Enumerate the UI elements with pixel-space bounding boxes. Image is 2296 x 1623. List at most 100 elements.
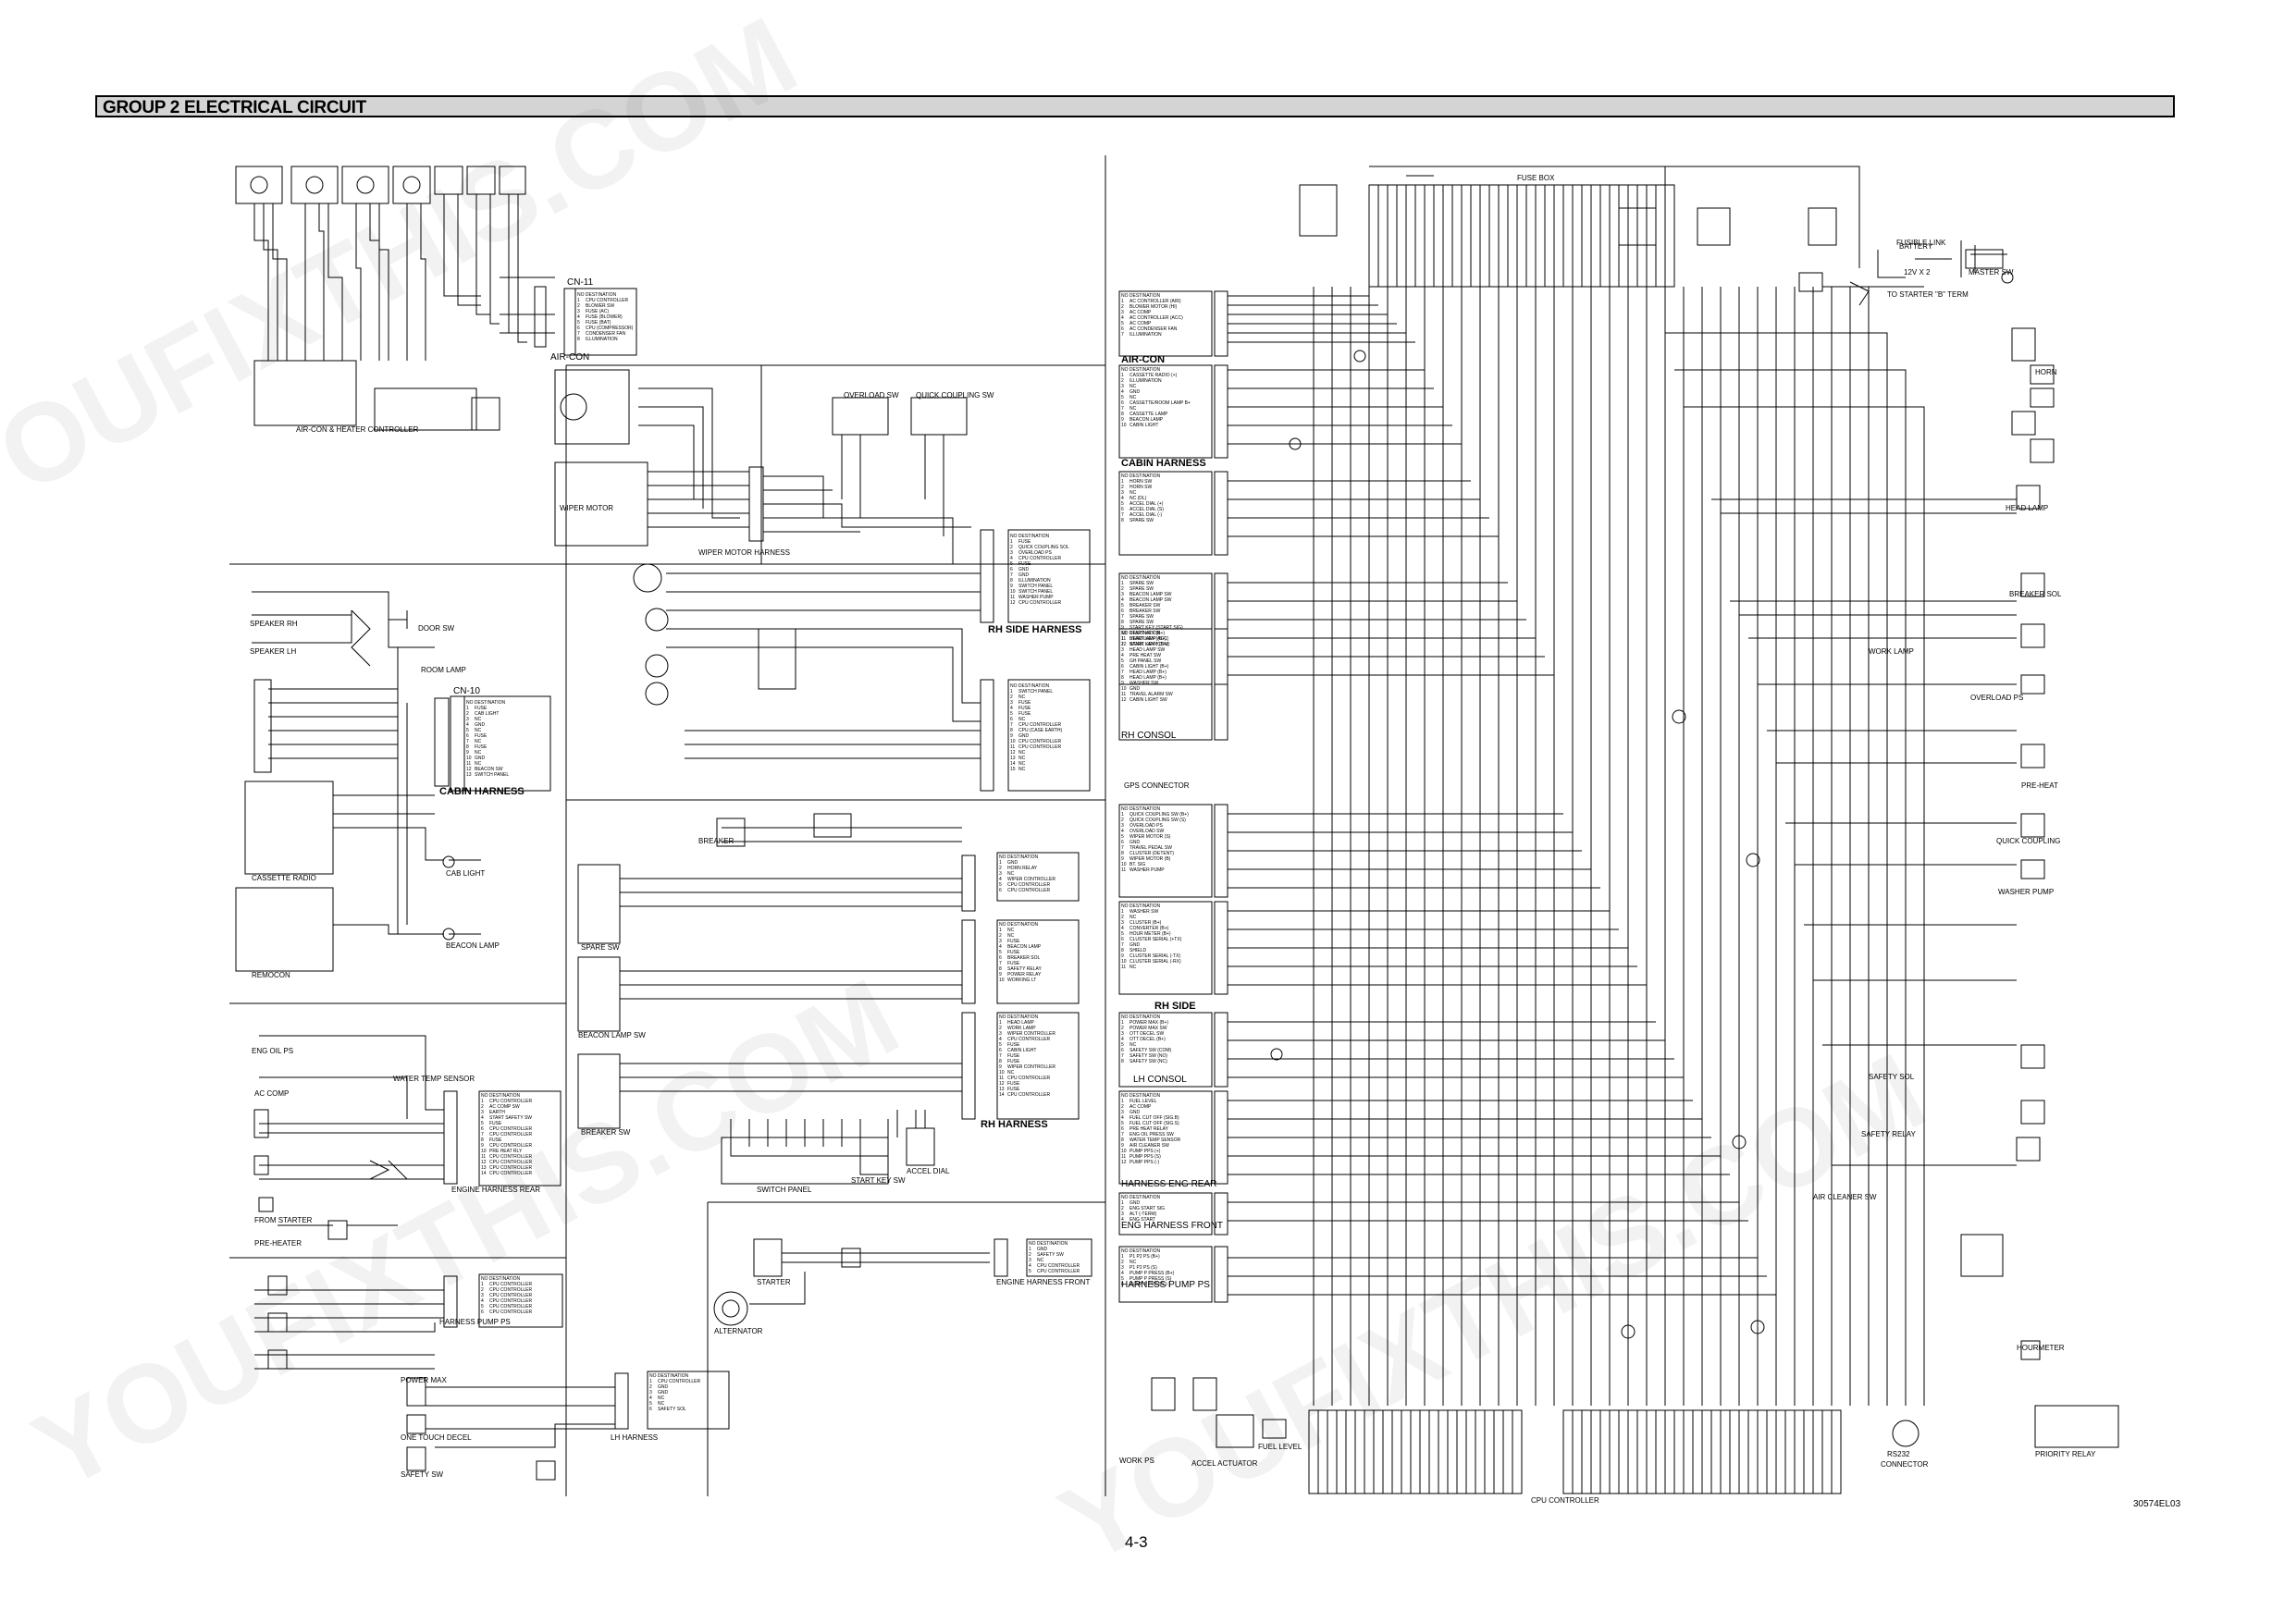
- row-number: 4: [1121, 829, 1124, 834]
- row-destination: WIPER CONTROLLER: [1007, 1064, 1055, 1070]
- row-destination: GND: [1018, 733, 1030, 739]
- rs232-label: RS232: [1887, 1450, 1910, 1458]
- row-number: 4: [1029, 1263, 1031, 1269]
- row-destination: WIPER CONTROLLER: [1007, 1031, 1055, 1037]
- row-destination: FUSE: [489, 1121, 502, 1126]
- row-number: 2: [999, 866, 1002, 871]
- cabin-harness-right-label: CABIN HARNESS: [1121, 458, 1206, 469]
- row-destination: GND: [1018, 567, 1030, 572]
- row-number: 2: [1121, 378, 1124, 384]
- priority-relay-label: PRIORITY RELAY: [2035, 1450, 2096, 1458]
- row-destination: FUSE: [1018, 539, 1031, 545]
- table-header: NO DESTINATION: [1121, 367, 1161, 373]
- row-destination: NC: [1129, 395, 1137, 400]
- row-destination: CPU CONTROLLER: [489, 1287, 533, 1293]
- row-number: 5: [1121, 321, 1124, 326]
- row-number: 10: [1121, 1149, 1127, 1154]
- row-number: 8: [466, 744, 469, 750]
- door-sw-label: DOOR SW: [418, 624, 455, 633]
- row-destination: NC: [1018, 761, 1026, 767]
- row-number: 7: [1121, 512, 1124, 518]
- row-destination: HORN RELAY: [1007, 866, 1038, 871]
- row-destination: NC: [1018, 695, 1026, 700]
- row-destination: SWITCH PANEL: [475, 772, 510, 778]
- row-number: 4: [999, 1037, 1002, 1042]
- cassette-radio-label: CASSETTE RADIO: [252, 874, 316, 882]
- row-number: 3: [481, 1110, 484, 1115]
- row-number: 1: [577, 298, 580, 303]
- row-number: 5: [1121, 501, 1124, 507]
- row-destination: CPU CONTROLLER: [489, 1143, 533, 1149]
- room-lamp-label: ROOM LAMP: [421, 666, 466, 674]
- row-destination: NC (DL): [1129, 496, 1147, 501]
- row-destination: PUMP PPS (-): [1129, 1160, 1160, 1165]
- row-number: 9: [1121, 1143, 1124, 1149]
- row-destination: FUEL CUT OFF (SIG.B): [1129, 1115, 1179, 1121]
- row-number: 10: [1010, 739, 1016, 744]
- row-number: 2: [999, 1026, 1002, 1031]
- row-number: 15: [1010, 767, 1016, 772]
- row-number: 1: [1121, 581, 1124, 586]
- row-number: 3: [999, 871, 1002, 877]
- row-destination: NC: [1007, 1070, 1015, 1076]
- row-destination: ILLUMINATION: [1129, 378, 1162, 384]
- row-destination: AC COMP SW: [489, 1104, 520, 1110]
- row-number: 4: [577, 314, 580, 320]
- row-destination: HEAD LAMP (B+): [1129, 675, 1167, 681]
- row-number: 2: [1121, 1104, 1124, 1110]
- row-number: 3: [466, 717, 469, 722]
- row-number: 5: [481, 1304, 484, 1309]
- row-destination: SPARE SW: [1129, 614, 1154, 620]
- row-number: 7: [999, 961, 1002, 966]
- row-destination: AIR CLEANER SW: [1129, 1143, 1169, 1149]
- row-destination: NC: [658, 1396, 665, 1401]
- row-number: 8: [481, 1137, 484, 1143]
- row-number: 6: [481, 1309, 484, 1315]
- accel-actuator-label: ACCEL ACTUATOR: [1191, 1459, 1258, 1468]
- row-destination: OTT DECEL (B+): [1129, 1037, 1166, 1042]
- row-destination: ILLUMINATION: [586, 337, 618, 342]
- alternator-label: ALTERNATOR: [714, 1327, 763, 1335]
- horn-label: HORN: [2035, 368, 2057, 376]
- row-number: 2: [1121, 1026, 1124, 1031]
- row-destination: BEACON LAMP SW: [1129, 597, 1172, 603]
- row-destination: FUSE: [1018, 706, 1031, 711]
- row-number: 14: [481, 1171, 487, 1176]
